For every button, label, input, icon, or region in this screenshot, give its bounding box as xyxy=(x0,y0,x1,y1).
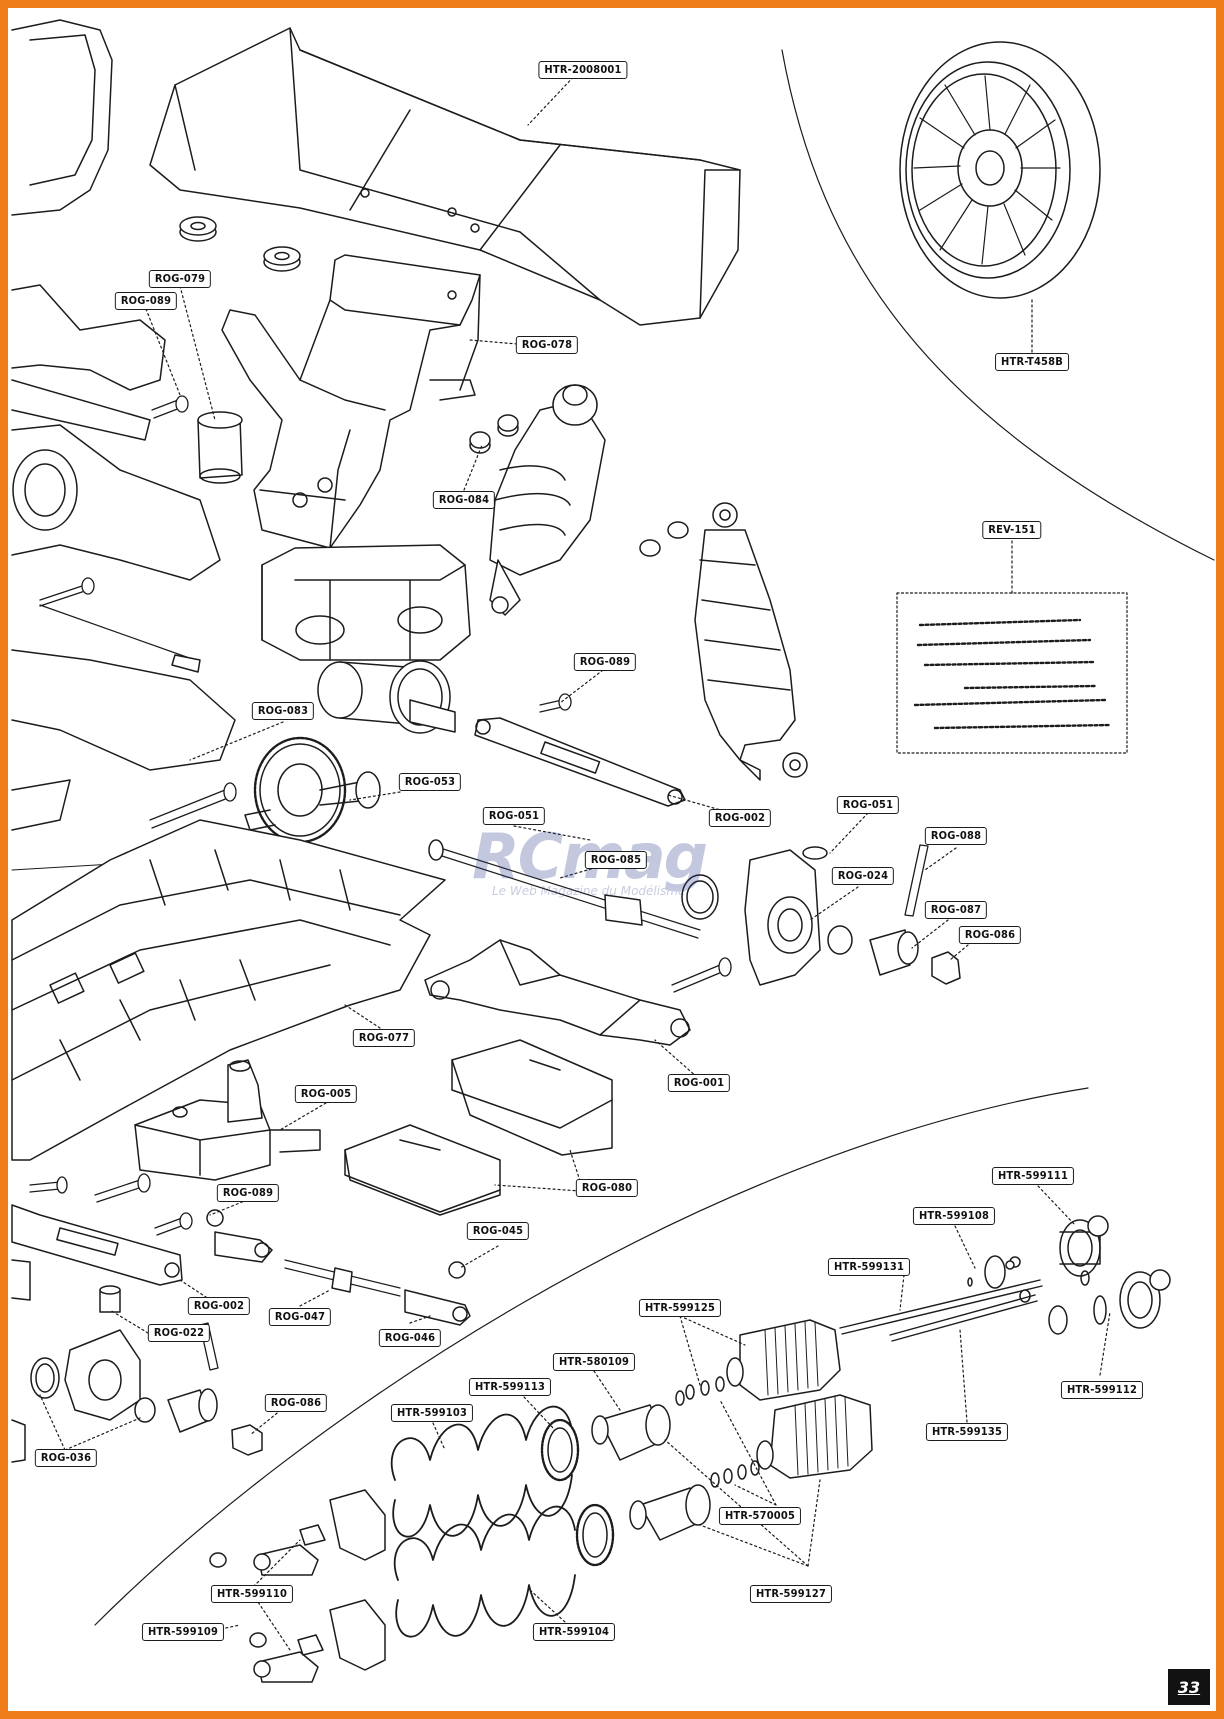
part-label: HTR-570005 xyxy=(718,1507,802,1525)
part-label: HTR-T458B xyxy=(995,353,1069,371)
part-label: ROG-051 xyxy=(836,796,900,814)
part-label: ROG-080 xyxy=(575,1179,639,1197)
part-label: ROG-047 xyxy=(268,1308,332,1326)
a-arm-front xyxy=(424,939,691,1046)
part-label: ROG-089 xyxy=(573,653,637,671)
part-label: HTR-2008001 xyxy=(538,61,628,79)
watermark: RCmag Le Web Magazine du Modélisme xyxy=(472,826,708,899)
part-label: ROG-085 xyxy=(584,851,648,869)
part-label: HTR-599135 xyxy=(925,1423,1009,1441)
diff-mount-part xyxy=(261,544,471,661)
shock-section-arc xyxy=(94,1087,1089,1626)
drive-shafts xyxy=(39,604,701,1297)
part-label: HTR-599112 xyxy=(1060,1381,1144,1399)
shock-kit-upper xyxy=(591,1215,1171,1461)
part-label: ROG-078 xyxy=(515,336,579,354)
part-label: HTR-599127 xyxy=(749,1585,833,1603)
shock-tower-part xyxy=(221,254,481,549)
part-label: HTR-599104 xyxy=(532,1623,616,1641)
part-label: HTR-599110 xyxy=(210,1585,294,1603)
small-bushings xyxy=(209,414,689,1648)
wheel-section-arc xyxy=(781,49,1215,561)
hub-carrier-right xyxy=(681,846,961,986)
chassis-braces xyxy=(11,284,236,831)
part-label: ROG-088 xyxy=(924,827,988,845)
part-label: HTR-599113 xyxy=(468,1378,552,1396)
page-number: 33 xyxy=(1168,1669,1210,1705)
part-label: ROG-051 xyxy=(482,807,546,825)
turnbuckle-upper xyxy=(474,717,686,807)
part-label: HTR-599108 xyxy=(912,1207,996,1225)
shock-kit-lower xyxy=(629,1294,1038,1541)
part-label: ROG-002 xyxy=(708,809,772,827)
rear-wing-part xyxy=(149,27,741,326)
part-label: ROG-086 xyxy=(958,926,1022,944)
wing-buttons xyxy=(179,216,301,272)
spring-collars xyxy=(540,1418,615,1567)
shock-absorber-middle xyxy=(694,502,808,781)
lower-spring-cups xyxy=(253,1489,386,1683)
part-label: ROG-053 xyxy=(398,773,462,791)
body-corner xyxy=(11,19,113,216)
part-label: ROG-024 xyxy=(831,867,895,885)
watermark-tagline: Le Web Magazine du Modélisme xyxy=(492,884,686,898)
part-label: ROG-022 xyxy=(147,1324,211,1342)
part-label: HTR-599125 xyxy=(638,1299,722,1317)
part-label: HTR-599111 xyxy=(991,1167,1075,1185)
part-label: ROG-005 xyxy=(294,1085,358,1103)
wheel-part xyxy=(899,41,1101,299)
part-label: ROG-077 xyxy=(352,1029,416,1047)
part-label: ROG-036 xyxy=(34,1449,98,1467)
part-label: ROG-083 xyxy=(251,702,315,720)
part-label: REV-151 xyxy=(982,521,1042,539)
part-label: ROG-084 xyxy=(432,491,496,509)
differential-part xyxy=(244,660,456,844)
part-label: ROG-089 xyxy=(114,292,178,310)
part-label: HTR-580109 xyxy=(552,1353,636,1371)
battery-strap-parts xyxy=(344,1039,613,1216)
part-label: ROG-087 xyxy=(924,901,988,919)
servo-mount-part xyxy=(134,1059,321,1181)
screw-kit-box xyxy=(896,592,1128,754)
part-label: HTR-599131 xyxy=(827,1258,911,1276)
part-label: ROG-001 xyxy=(667,1074,731,1092)
part-label: ROG-089 xyxy=(216,1184,280,1202)
lower-left-parts xyxy=(11,1204,471,1463)
part-label: HTR-599109 xyxy=(141,1623,225,1641)
part-label: ROG-046 xyxy=(378,1329,442,1347)
part-label: HTR-599103 xyxy=(390,1404,474,1422)
part-label: ROG-045 xyxy=(466,1222,530,1240)
part-label: ROG-002 xyxy=(187,1297,251,1315)
part-label: ROG-086 xyxy=(264,1394,328,1412)
chassis-plate xyxy=(11,819,446,1161)
axle-post-part xyxy=(197,411,243,484)
shock-absorber-upper xyxy=(489,384,606,616)
springs xyxy=(390,1405,576,1638)
part-label: ROG-079 xyxy=(148,270,212,288)
